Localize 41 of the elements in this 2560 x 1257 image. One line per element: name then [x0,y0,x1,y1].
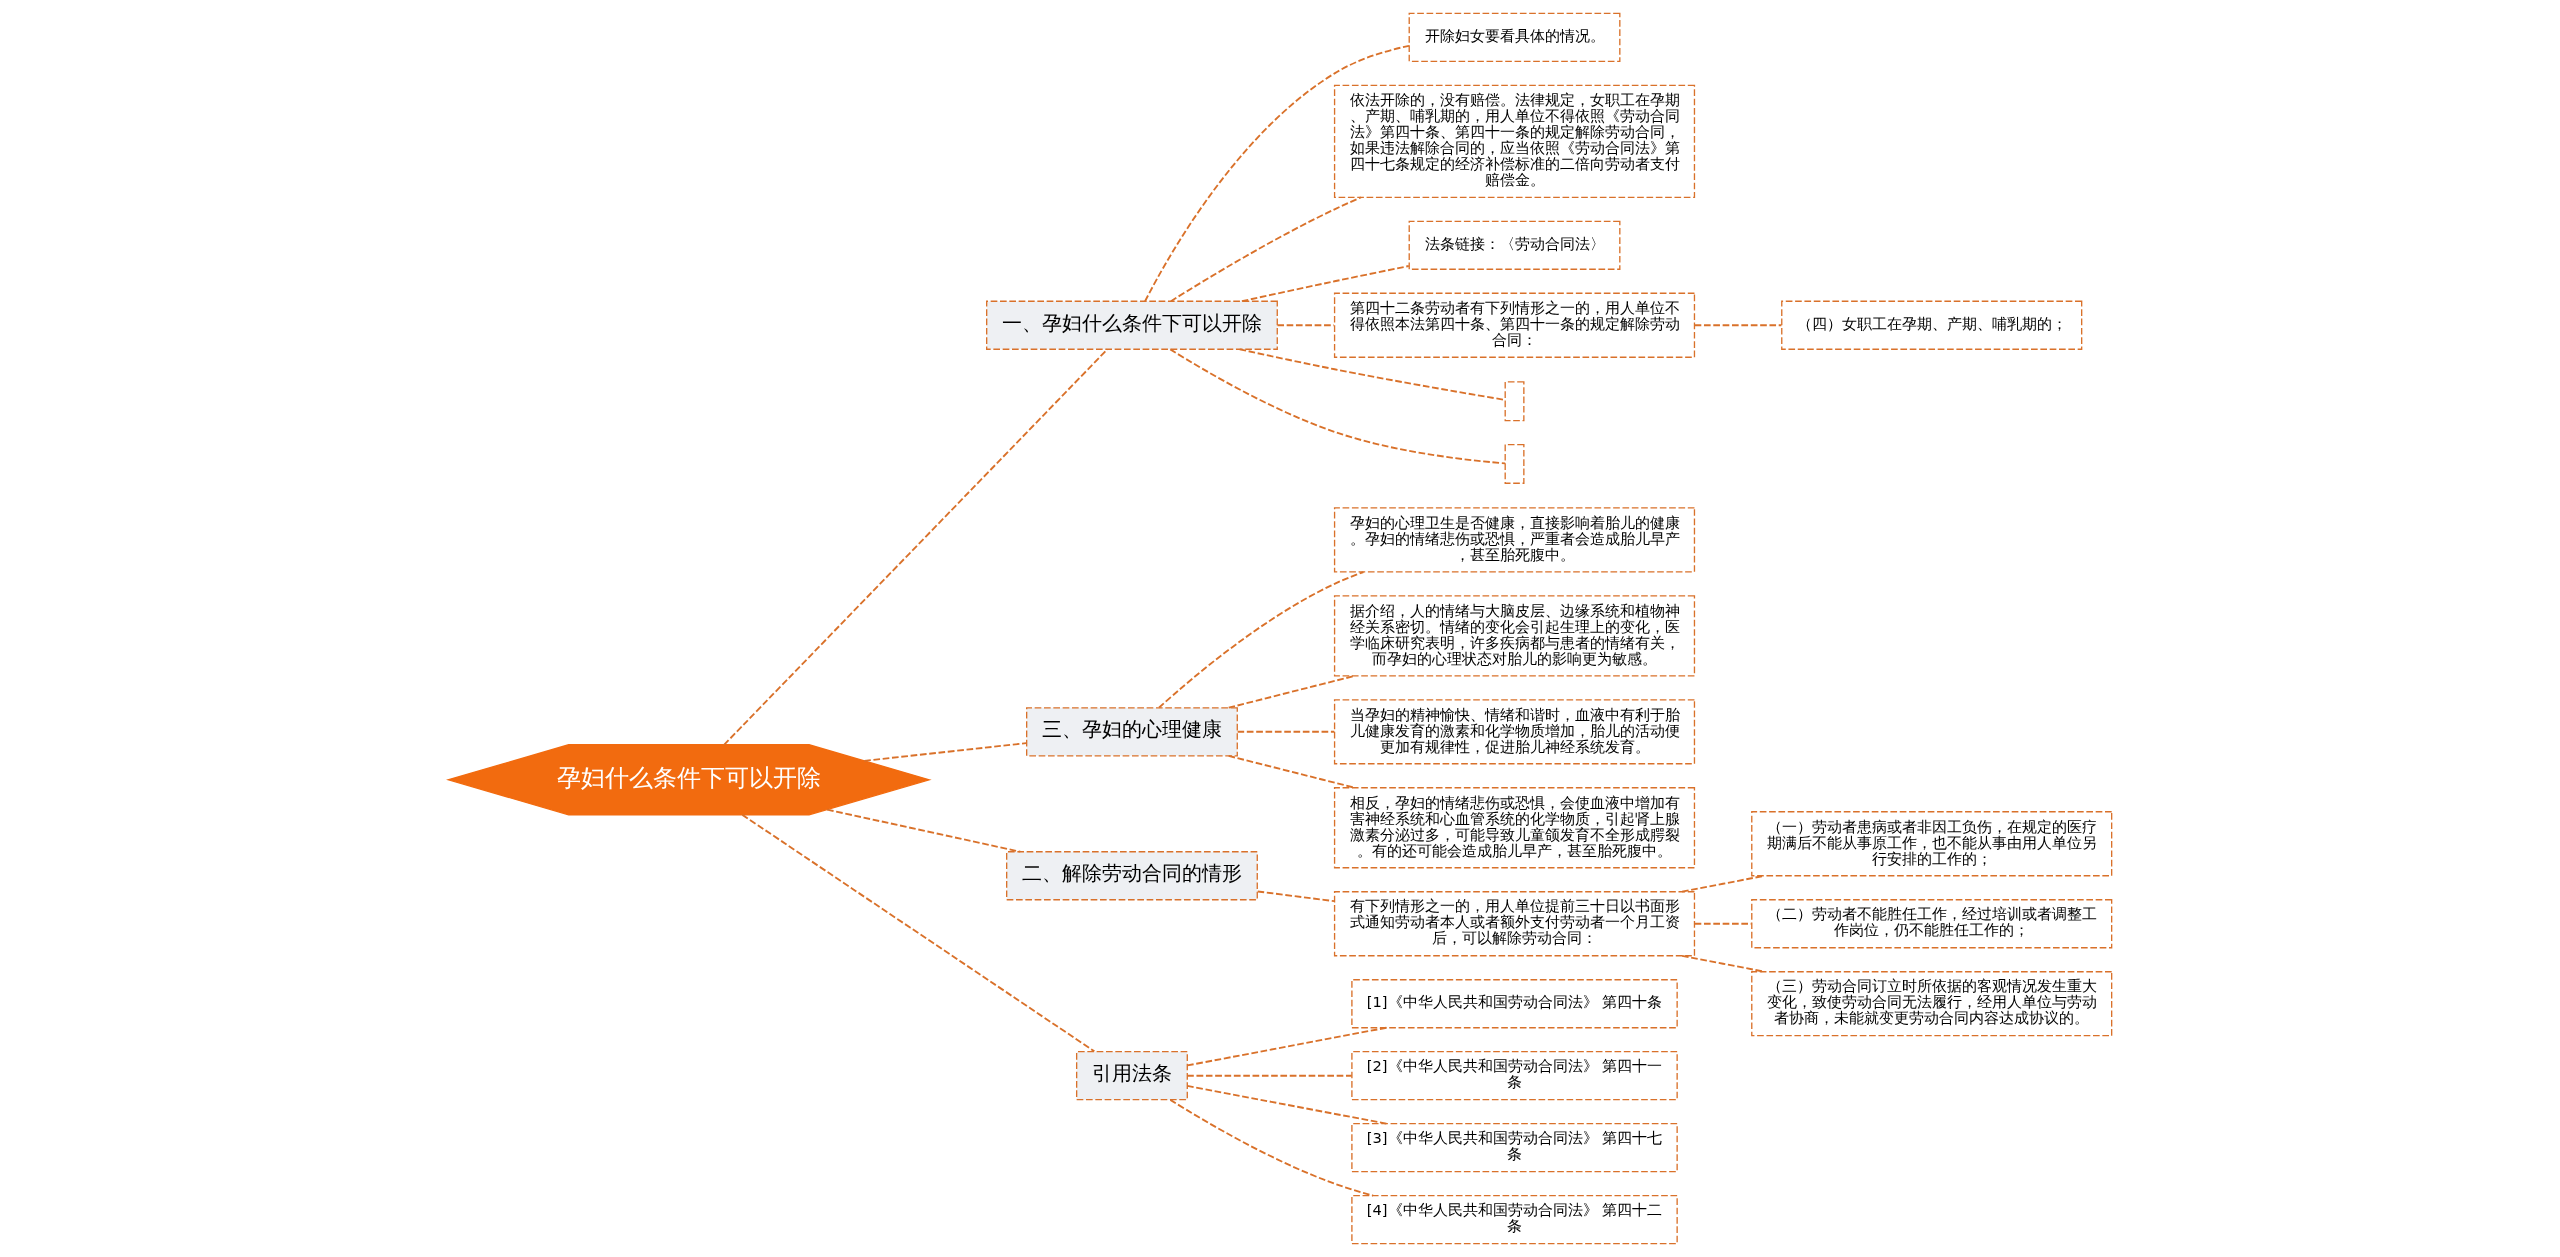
node-box: 一、孕妇什么条件下可以开除 [986,300,1278,350]
node-box: 孕妇的心理卫生是否健康，直接影响着胎儿的健康。孕妇的情绪悲伤或恐惧，严重者会造成胎儿早产，甚至胎死腹中。 [1333,507,1696,573]
node-box: 依法开除的，没有赔偿。法律规定，女职工在孕期、产期、哺乳期的，用人单位不得依照《劳动合同法》第四十条、第四十一条的规定解除劳动合同，如果违法解除合同的，应当依照《劳动合同法》第四十七条规定的经济补偿标准的二倍向劳动者支付赔偿金。 [1333,84,1696,198]
connector [1227,754,1356,789]
node-box: 当孕妇的精神愉快、情绪和谐时，血液中有利于胎儿健康发育的激素和化学物质增加，胎儿的活动便更加有规律性，促进胎儿神经系统发育。 [1333,699,1696,765]
node-box: 第四十二条劳动者有下列情形之一的，用人单位不得依照本法第四十条、第四十一条的规定解除劳动合同： [1333,292,1696,358]
connector [1240,265,1410,303]
node-box: 法条链接：〈劳动合同法〉 [1408,220,1621,270]
connector [863,742,1028,762]
node-box: （一）劳动者患病或者非因工负伤，在规定的医疗期满后不能从事原工作，也不能从事由用人单位另行安排的工作的； [1751,811,2113,877]
node-box: 三、孕妇的心理健康 [1026,707,1238,757]
node-box [1504,443,1525,484]
connector [1236,730,1336,733]
node-box: [1]《中华人民共和国劳动合同法》 第四十条 [1351,979,1678,1029]
node-box: （四）女职工在孕期、产期、哺乳期的； [1781,300,2083,350]
node-box: （二）劳动者不能胜任工作，经过培训或者调整工作岗位，仍不能胜任工作的； [1751,899,2113,949]
connector [1169,348,1507,465]
connector [1170,196,1362,303]
connector [1186,1074,1353,1077]
node-box: （三）劳动合同订立时所依据的客观情况发生重大变化，致使劳动合同无法履行，经用人单位与劳动者协商，未能就变更劳动合同内容达成协议的。 [1751,971,2113,1037]
connector [1169,1098,1375,1197]
node-box: 据介绍，人的情绪与大脑皮层、边缘系统和植物神经关系密切。情绪的变化会引起生理上的变化，医学临床研究表明，许多疾病都与患者的情绪有关，而孕妇的心理状态对胎儿的影响更为敏感。 [1333,595,1696,677]
connector [1276,324,1335,327]
connector [1693,324,1783,327]
node-box: [3]《中华人民共和国劳动合同法》 第四十七条 [1351,1123,1678,1173]
node-box: 引用法条 [1076,1051,1188,1101]
connector [826,808,1022,853]
connector [1144,44,1410,303]
connector [1693,922,1753,925]
node-box: [4]《中华人民共和国劳动合同法》 第四十二条 [1351,1195,1678,1245]
connector [1227,674,1356,709]
connector [741,813,1096,1053]
node-box [1504,381,1525,422]
connector [1238,348,1506,401]
node-box: 开除妇女要看具体的情况。 [1408,12,1621,62]
node-box: [2]《中华人民共和国劳动合同法》 第四十一条 [1351,1051,1678,1101]
node-box: 有下列情形之一的，用人单位提前三十日以书面形式通知劳动者本人或者额外支付劳动者一个月工资后，可以解除劳动合同： [1333,891,1696,957]
connector [723,348,1109,746]
node-box: 相反，孕妇的情绪悲伤或恐惧，会使血液中增加有害神经系统和心血管系统的化学物质，引起肾上腺激素分泌过多，可能导致儿童颌发育不全形成腭裂。有的还可能会造成胎儿早产，甚至胎死腹中。 [1333,787,1696,869]
connector [1256,890,1336,903]
node-box: 二、解除劳动合同的情形 [1006,851,1258,901]
